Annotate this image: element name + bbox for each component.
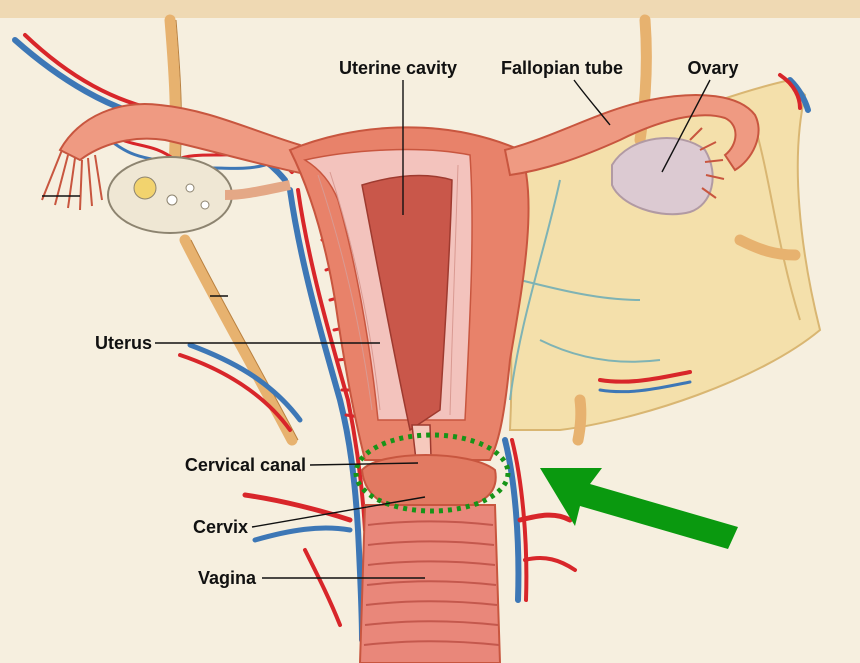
ovarian-follicle-small xyxy=(167,195,177,205)
ovarian-follicle xyxy=(134,177,156,199)
label-uterine-cavity: Uterine cavity xyxy=(339,58,457,78)
top-band xyxy=(0,0,860,18)
label-vagina: Vagina xyxy=(198,568,257,588)
label-cervical-canal: Cervical canal xyxy=(185,455,306,475)
label-fallopian-tube: Fallopian tube xyxy=(501,58,623,78)
label-cervix: Cervix xyxy=(193,517,248,537)
ovarian-follicle-small xyxy=(201,201,209,209)
ovarian-follicle-small xyxy=(186,184,194,192)
label-uterus: Uterus xyxy=(95,333,152,353)
right-ovary xyxy=(612,138,713,214)
label-ovary: Ovary xyxy=(687,58,738,78)
